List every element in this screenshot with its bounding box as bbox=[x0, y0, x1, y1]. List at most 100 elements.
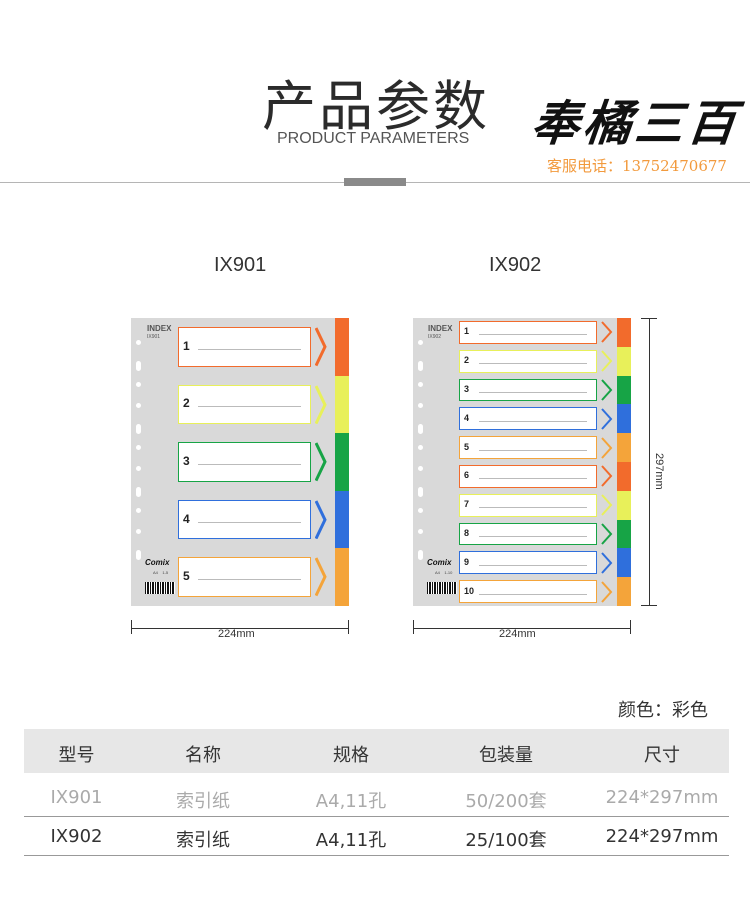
chevron-right-icon bbox=[601, 465, 613, 488]
writing-line bbox=[479, 593, 587, 595]
punch-hole bbox=[418, 403, 423, 408]
color-tab bbox=[335, 375, 349, 434]
tab-number: 6 bbox=[464, 470, 470, 481]
sheet-small-print: A4 1-10 bbox=[435, 570, 453, 575]
table-cell: IX901 bbox=[50, 787, 103, 808]
punch-hole bbox=[418, 550, 423, 560]
color-tab bbox=[617, 519, 631, 549]
punch-hole bbox=[136, 424, 141, 434]
table-cell: 索引纸 bbox=[176, 830, 230, 851]
chevron-right-icon bbox=[601, 408, 613, 430]
color-tab bbox=[335, 318, 349, 376]
color-tab bbox=[617, 577, 631, 606]
color-tab bbox=[617, 462, 631, 491]
width-label-ix902: 224mm bbox=[499, 628, 536, 640]
tab-number: 5 bbox=[183, 569, 190, 584]
tab-number: 2 bbox=[464, 355, 470, 366]
barcode bbox=[427, 582, 457, 594]
color-tab bbox=[617, 346, 631, 376]
tab-label-box bbox=[459, 493, 597, 517]
width-dimension-line bbox=[131, 628, 349, 629]
punch-hole bbox=[418, 508, 423, 513]
punch-hole bbox=[136, 445, 141, 450]
punch-hole bbox=[418, 340, 423, 345]
tab-number: 10 bbox=[464, 585, 475, 596]
tab-number: 4 bbox=[183, 511, 190, 526]
writing-line bbox=[479, 420, 587, 422]
table-cell: 50/200套 bbox=[465, 791, 547, 812]
brand-logo: 奉橘三百 bbox=[528, 96, 743, 152]
table-cell: 25/100套 bbox=[465, 830, 547, 851]
punch-hole bbox=[418, 466, 423, 471]
table-cell: 224*297mm bbox=[605, 826, 719, 847]
chevron-right-icon bbox=[315, 384, 327, 424]
color-tab bbox=[617, 433, 631, 462]
table-cell: 索引纸 bbox=[176, 791, 230, 812]
writing-line bbox=[479, 478, 587, 480]
sheet-model-code: IX902 bbox=[428, 334, 442, 340]
dimension-tick bbox=[641, 318, 657, 319]
tab-label-box bbox=[459, 321, 597, 344]
color-spec: 颜色：彩色 bbox=[618, 700, 708, 721]
spec-table-header bbox=[24, 729, 729, 773]
table-row-divider bbox=[24, 855, 729, 856]
width-label-ix901: 224mm bbox=[218, 628, 255, 640]
width-dimension-line bbox=[413, 628, 631, 629]
writing-line bbox=[479, 392, 587, 393]
punch-hole bbox=[418, 382, 423, 387]
punch-hole bbox=[136, 487, 141, 497]
th-package: 包装量 bbox=[479, 745, 533, 766]
dimension-tick bbox=[348, 620, 349, 634]
chevron-right-icon bbox=[601, 523, 613, 545]
writing-line bbox=[479, 449, 587, 451]
page-subtitle: PRODUCT PARAMETERS bbox=[277, 130, 470, 147]
punch-hole bbox=[136, 382, 141, 387]
model-label-ix902: IX902 bbox=[489, 254, 542, 276]
tab-label-box bbox=[459, 407, 597, 431]
table-cell: A4,11孔 bbox=[315, 791, 387, 812]
th-model: 型号 bbox=[58, 745, 95, 766]
punch-hole bbox=[136, 403, 141, 408]
chevron-right-icon bbox=[601, 379, 613, 401]
comix-logo: Comix bbox=[145, 558, 170, 567]
table-cell: A4,11孔 bbox=[315, 830, 387, 851]
color-tab bbox=[617, 404, 631, 434]
th-name: 名称 bbox=[185, 745, 221, 766]
punch-hole bbox=[418, 445, 423, 450]
punch-hole bbox=[418, 529, 423, 534]
chevron-right-icon bbox=[601, 580, 613, 603]
color-tab bbox=[617, 548, 631, 578]
punch-hole bbox=[136, 340, 141, 345]
writing-line bbox=[479, 564, 587, 566]
th-size: 尺寸 bbox=[644, 745, 680, 766]
punch-hole bbox=[136, 508, 141, 513]
tab-number: 4 bbox=[464, 412, 470, 423]
chevron-right-icon bbox=[601, 494, 613, 516]
writing-line bbox=[198, 348, 301, 350]
punch-hole bbox=[136, 550, 141, 560]
tab-number: 3 bbox=[183, 454, 190, 468]
tab-label-box bbox=[178, 384, 311, 425]
writing-line bbox=[479, 536, 587, 537]
height-label: 297mm bbox=[653, 453, 665, 490]
chevron-right-icon bbox=[601, 436, 613, 459]
tab-number: 7 bbox=[464, 499, 470, 510]
model-label-ix901: IX901 bbox=[214, 254, 267, 276]
writing-line bbox=[198, 521, 301, 523]
color-tab bbox=[335, 433, 349, 491]
punch-hole bbox=[418, 487, 423, 497]
color-tab bbox=[335, 548, 349, 606]
chevron-right-icon bbox=[601, 350, 613, 372]
tab-label-box bbox=[459, 580, 597, 603]
writing-line bbox=[479, 334, 587, 336]
dimension-tick bbox=[630, 620, 631, 634]
tab-number: 1 bbox=[464, 326, 470, 337]
chevron-right-icon bbox=[315, 442, 327, 482]
punch-hole bbox=[418, 361, 423, 371]
table-cell: IX902 bbox=[50, 826, 103, 847]
dimension-tick bbox=[413, 620, 414, 634]
tab-label-box bbox=[178, 327, 311, 367]
tab-label-box bbox=[178, 499, 311, 540]
tab-label-box bbox=[459, 378, 597, 402]
